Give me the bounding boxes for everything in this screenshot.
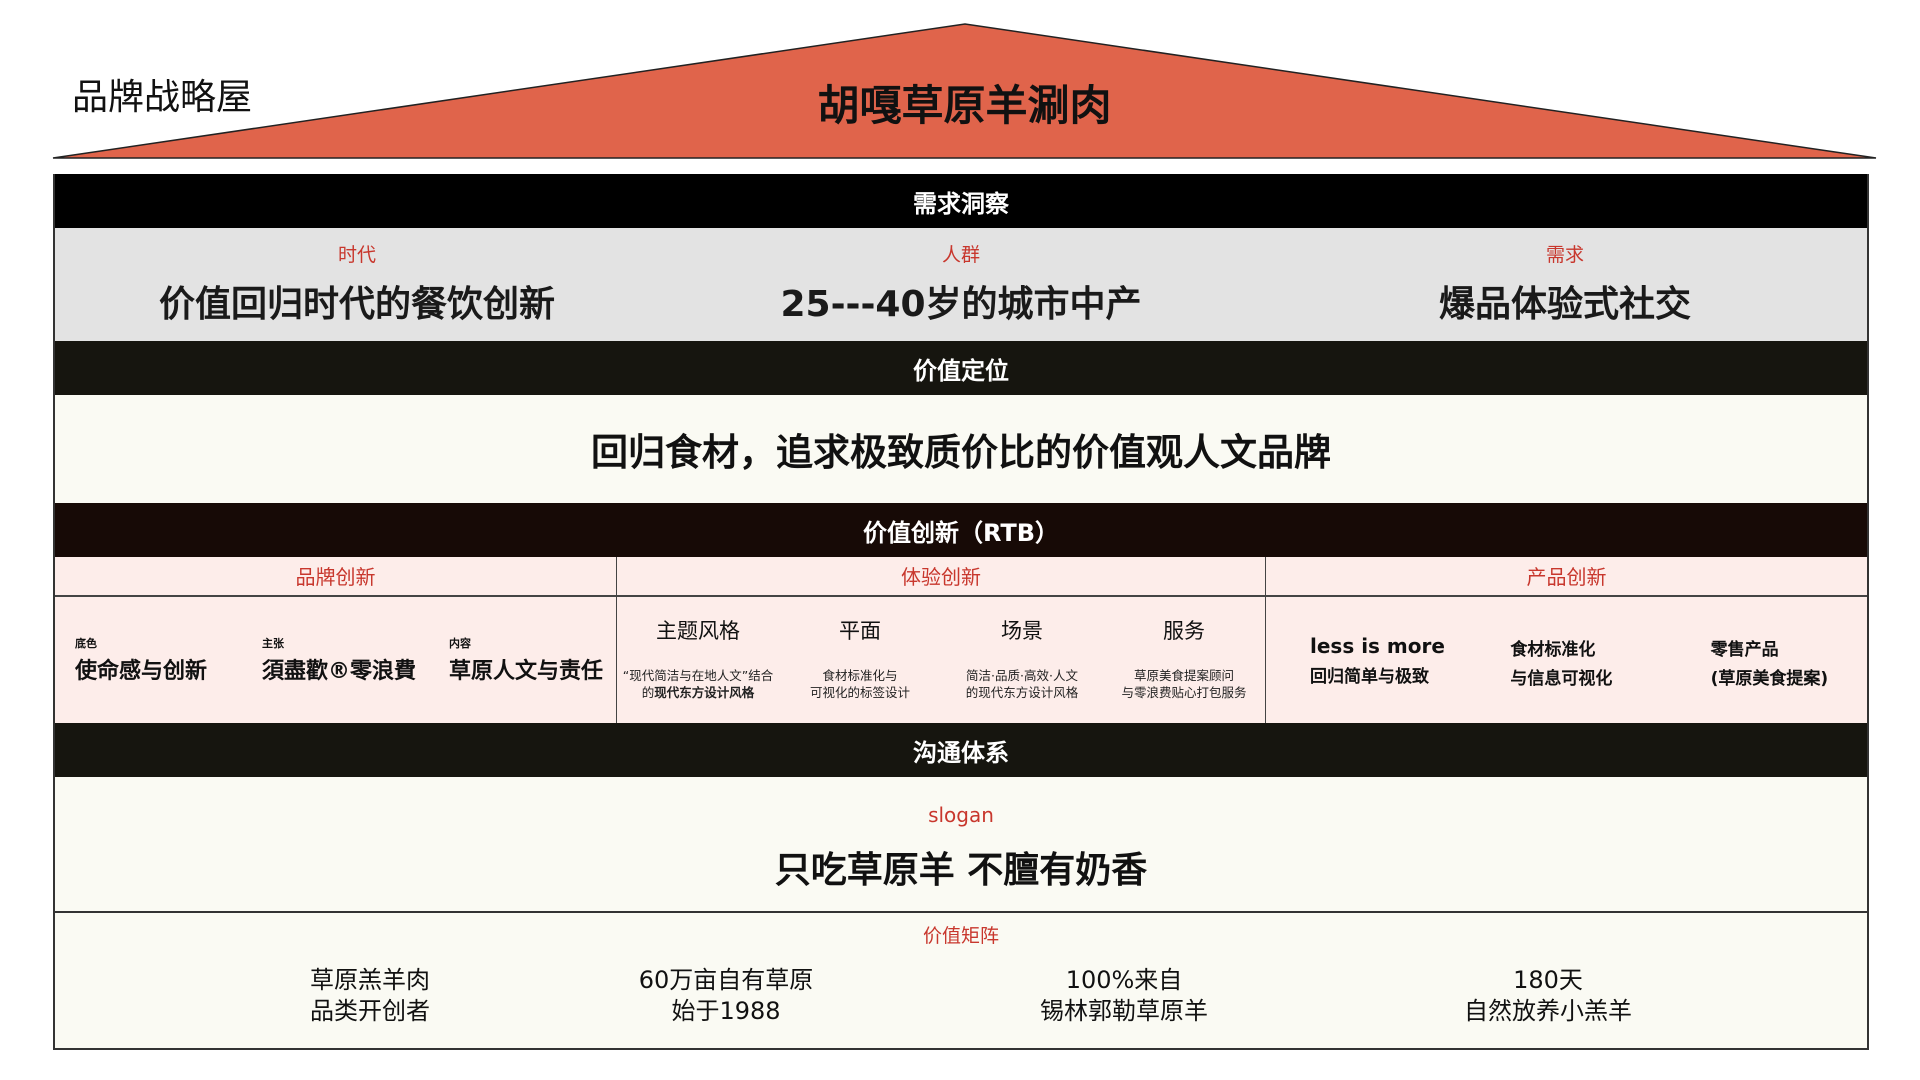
- item-key: 底色: [75, 637, 97, 650]
- value-matrix-item: 草原羔羊肉 品类开创者: [310, 965, 430, 1027]
- desc-line: 的现代东方设计风格: [965, 685, 1079, 700]
- insight-value: 25---40岁的城市中产: [780, 284, 1142, 325]
- value-matrix-section: 价值矩阵 草原羔羊肉 品类开创者 60万亩自有草原 始于1988 100%来自 …: [55, 913, 1867, 1048]
- rtb-product-item: less is more 回归简单与极致: [1266, 634, 1466, 687]
- slogan-text: 只吃草原羊 不膻有奶香: [774, 850, 1148, 891]
- item-key: 主张: [262, 637, 284, 650]
- desc-line: 的现代东方设计风格: [617, 684, 779, 701]
- rtb-header: 价值创新（RTB）: [55, 503, 1867, 557]
- item-value: 須盡歡®零浪費: [262, 659, 417, 684]
- item-line2: 与信息可视化: [1510, 669, 1613, 689]
- desc-text: 的: [641, 685, 655, 700]
- item-desc: 食材标准化与 可视化的标签设计: [779, 667, 941, 701]
- desc-line: 简洁·品质·高效·人文: [966, 668, 1078, 683]
- rtb-experience-innovation: 主题风格 “现代简洁与在地人文”结合 的现代东方设计风格 平面 食材标准化与 可…: [617, 597, 1266, 723]
- desc-line: 可视化的标签设计: [809, 685, 910, 700]
- matrix-line1: 60万亩自有草原: [638, 966, 814, 994]
- rtb-experience-item: 平面 食材标准化与 可视化的标签设计: [779, 597, 941, 701]
- page-title: 品牌战略屋: [72, 77, 253, 118]
- rtb-product-item: 食材标准化 与信息可视化: [1466, 631, 1666, 689]
- item-line2: 回归简单与极致: [1310, 666, 1429, 687]
- desc-line: “现代简洁与在地人文”结合: [622, 668, 774, 683]
- communication-header: 沟通体系: [55, 723, 1867, 777]
- insight-header: 需求洞察: [55, 174, 1867, 228]
- insight-audience: 人群 25---40岁的城市中产: [659, 228, 1263, 341]
- value-matrix-item: 100%来自 锡林郭勒草原羊: [1040, 965, 1208, 1027]
- rtb-experience-item: 场景 简洁·品质·高效·人文 的现代东方设计风格: [941, 597, 1103, 701]
- value-matrix-item: 60万亩自有草原 始于1988: [639, 965, 814, 1027]
- item-line1: less is more: [1310, 633, 1445, 658]
- item-title: 服务: [1163, 619, 1205, 643]
- value-matrix-items: 草原羔羊肉 品类开创者 60万亩自有草原 始于1988 100%来自 锡林郭勒草…: [55, 965, 1867, 1035]
- value-matrix-item: 180天 自然放养小羔羊: [1464, 965, 1632, 1027]
- rtb-brand-item: 底色 使命感与创新: [55, 635, 242, 685]
- item-key: 内容: [449, 637, 471, 650]
- desc-line: 食材标准化与: [822, 668, 898, 683]
- positioning-statement: 回归食材，追求极致质价比的价值观人文品牌: [55, 395, 1867, 503]
- matrix-line1: 180天: [1513, 966, 1583, 994]
- rtb-group-title-brand: 品牌创新: [55, 557, 617, 595]
- item-line1: 零售产品: [1710, 640, 1779, 660]
- insight-section: 时代 价值回归时代的餐饮创新 人群 25---40岁的城市中产 需求 爆品体验式…: [55, 228, 1867, 341]
- item-line2: (草原美食提案): [1710, 669, 1829, 689]
- insight-era: 时代 价值回归时代的餐饮创新: [55, 228, 659, 341]
- rtb-group-title-product: 产品创新: [1526, 565, 1607, 589]
- value-matrix-label: 价值矩阵: [922, 925, 999, 947]
- roof-triangle: [52, 23, 1877, 159]
- rtb-brand-innovation: 底色 使命感与创新 主张 須盡歡®零浪費 内容 草原人文与责任: [55, 597, 617, 723]
- item-desc: 简洁·品质·高效·人文 的现代东方设计风格: [941, 667, 1103, 701]
- rtb-brand-item: 内容 草原人文与责任: [429, 635, 616, 685]
- insight-label: 需求: [1545, 244, 1584, 266]
- rtb-product-item: 零售产品 (草原美食提案): [1667, 631, 1867, 689]
- rtb-group-headers: 品牌创新 体验创新 产品创新: [55, 557, 1867, 597]
- matrix-line2: 始于1988: [671, 997, 781, 1025]
- rtb-group-title-experience: 体验创新: [617, 557, 1266, 595]
- brand-name: 胡嘎草原羊涮肉: [817, 81, 1112, 130]
- matrix-line2: 自然放养小羔羊: [1464, 997, 1632, 1025]
- insight-need: 需求 爆品体验式社交: [1263, 228, 1867, 341]
- rtb-brand-item: 主张 須盡歡®零浪費: [242, 635, 429, 685]
- matrix-line1: 100%来自: [1065, 966, 1183, 994]
- insight-label: 人群: [941, 244, 980, 266]
- item-value: 使命感与创新: [75, 659, 208, 684]
- item-desc: 草原美食提案顾问 与零浪费贴心打包服务: [1103, 667, 1265, 701]
- item-value: 草原人文与责任: [449, 659, 604, 684]
- item-title: 场景: [1001, 619, 1043, 643]
- slogan-label: slogan: [928, 803, 994, 827]
- brand-strategy-house: 需求洞察 时代 价值回归时代的餐饮创新 人群 25---40岁的城市中产 需求 …: [53, 174, 1869, 1050]
- rtb-content: 底色 使命感与创新 主张 須盡歡®零浪費 内容 草原人文与责任 主题风格 “现代…: [55, 597, 1867, 723]
- insight-value: 价值回归时代的餐饮创新: [158, 284, 555, 325]
- matrix-line2: 锡林郭勒草原羊: [1040, 997, 1208, 1025]
- item-title: 平面: [839, 619, 881, 643]
- item-desc: “现代简洁与在地人文”结合 的现代东方设计风格: [617, 667, 779, 701]
- positioning-header: 价值定位: [55, 341, 1867, 395]
- desc-line: 与零浪费贴心打包服务: [1121, 685, 1247, 700]
- insight-label: 时代: [337, 244, 376, 266]
- insight-value: 爆品体验式社交: [1438, 284, 1691, 325]
- slogan-section: slogan 只吃草原羊 不膻有奶香: [55, 777, 1867, 913]
- desc-bold-text: 现代东方设计风格: [654, 685, 755, 700]
- rtb-experience-item: 服务 草原美食提案顾问 与零浪费贴心打包服务: [1103, 597, 1265, 701]
- desc-line: 草原美食提案顾问: [1133, 668, 1234, 683]
- matrix-line2: 品类开创者: [310, 997, 430, 1025]
- rtb-experience-item: 主题风格 “现代简洁与在地人文”结合 的现代东方设计风格: [617, 597, 779, 701]
- item-title: 主题风格: [656, 619, 740, 643]
- item-line1: 食材标准化: [1510, 640, 1596, 660]
- rtb-product-innovation: less is more 回归简单与极致 食材标准化 与信息可视化 零售产品 (…: [1266, 597, 1867, 723]
- matrix-line1: 草原羔羊肉: [310, 966, 430, 994]
